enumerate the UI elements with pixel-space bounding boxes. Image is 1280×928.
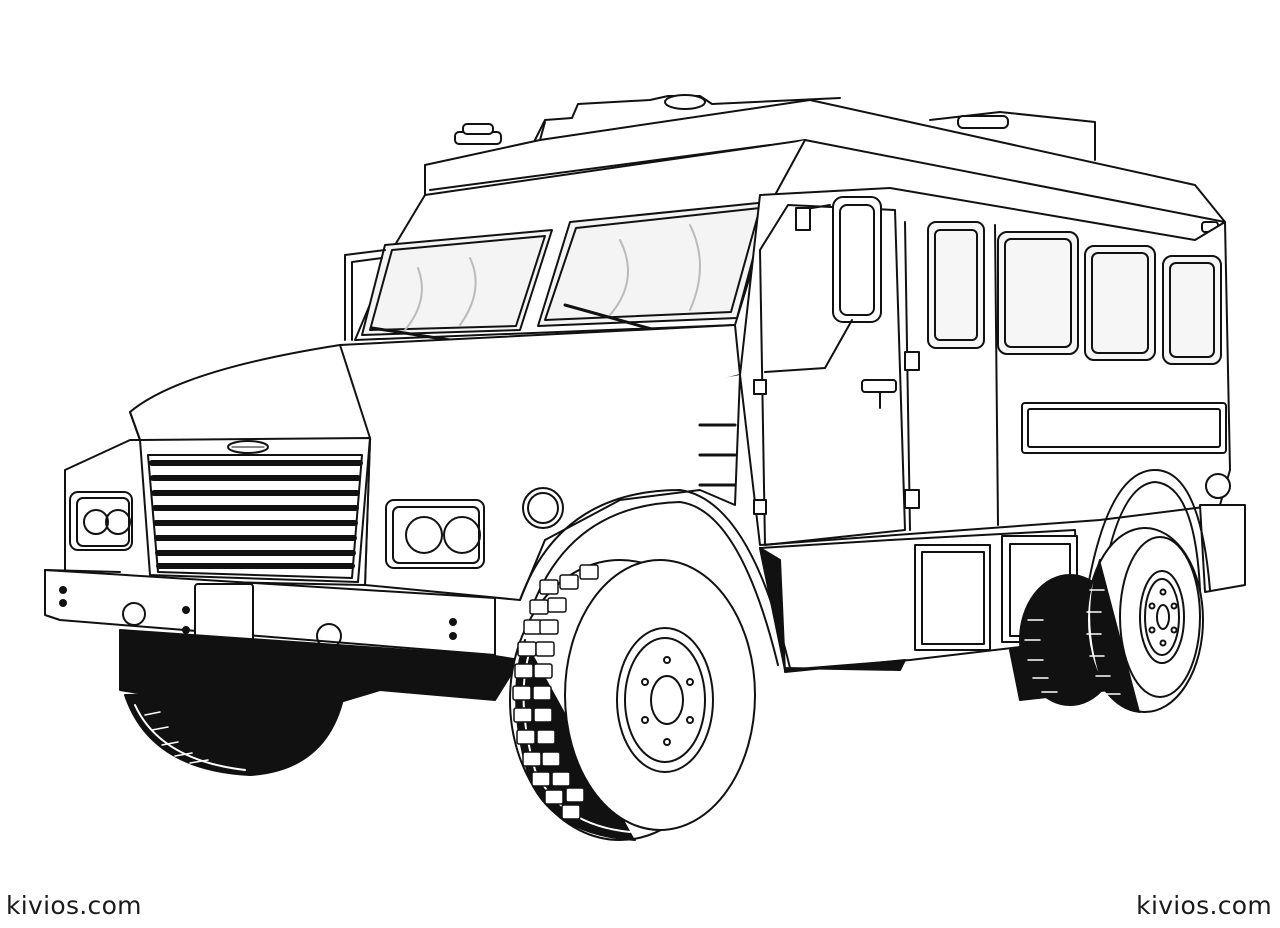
front-left-wheel (124, 689, 346, 776)
front-end (44, 437, 564, 659)
watermark-right: kivios.com (1136, 891, 1272, 920)
watermark-left: kivios.com (6, 891, 142, 920)
front-right-wheel (509, 489, 791, 841)
rear-wheels (1019, 469, 1211, 713)
truck-body (129, 99, 1246, 671)
